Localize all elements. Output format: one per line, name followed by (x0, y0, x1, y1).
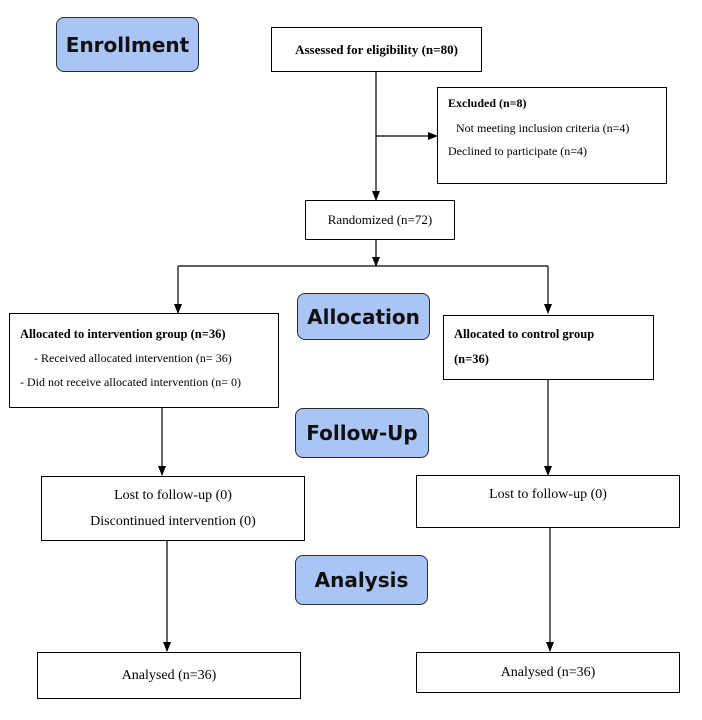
stage-follow-up-label: Follow-Up (306, 421, 418, 445)
control-allocation-title: Allocated to control group (454, 327, 595, 341)
intervention-allocation-box: Allocated to intervention group (n=36) -… (9, 313, 279, 408)
assessed-text: Assessed for eligibility (n=80) (295, 41, 458, 57)
control-allocation-box: Allocated to control group (n=36) (443, 315, 654, 380)
intervention-followup-line-2: Discontinued intervention (0) (90, 513, 256, 529)
excluded-line-2: Declined to participate (n=4) (448, 144, 588, 158)
control-allocation-count: (n=36) (454, 352, 489, 366)
intervention-analysis-box: Analysed (n=36) (37, 652, 301, 699)
excluded-title: Excluded (n=8) (448, 96, 527, 110)
stage-enrollment: Enrollment (56, 17, 199, 72)
intervention-followup-box: Lost to follow-up (0) Discontinued inter… (41, 476, 305, 541)
control-analysis-text: Analysed (n=36) (500, 664, 596, 680)
stage-analysis: Analysis (295, 555, 428, 605)
stage-allocation: Allocation (297, 293, 430, 340)
stage-analysis-label: Analysis (314, 568, 409, 592)
randomized-text: Randomized (n=72) (327, 212, 433, 227)
excluded-line-1: Not meeting inclusion criteria (n=4) (456, 121, 630, 135)
intervention-allocation-title: Allocated to intervention group (n=36) (20, 327, 226, 341)
control-followup-box: Lost to follow-up (0) (416, 475, 680, 528)
stage-follow-up: Follow-Up (295, 408, 429, 458)
intervention-analysis-text: Analysed (n=36) (121, 667, 217, 683)
intervention-followup-line-1: Lost to follow-up (0) (114, 487, 232, 503)
stage-allocation-label: Allocation (307, 304, 420, 329)
excluded-box: Excluded (n=8) Not meeting inclusion cri… (437, 87, 667, 184)
intervention-allocation-line-1: - Received allocated intervention (n= 36… (34, 351, 232, 365)
control-followup-text: Lost to follow-up (0) (489, 487, 607, 502)
control-analysis-box: Analysed (n=36) (416, 652, 680, 693)
stage-enrollment-label: Enrollment (65, 32, 190, 57)
intervention-allocation-line-2: - Did not receive allocated intervention… (20, 375, 242, 389)
randomized-box: Randomized (n=72) (305, 200, 455, 240)
assessed-box: Assessed for eligibility (n=80) (271, 27, 482, 72)
